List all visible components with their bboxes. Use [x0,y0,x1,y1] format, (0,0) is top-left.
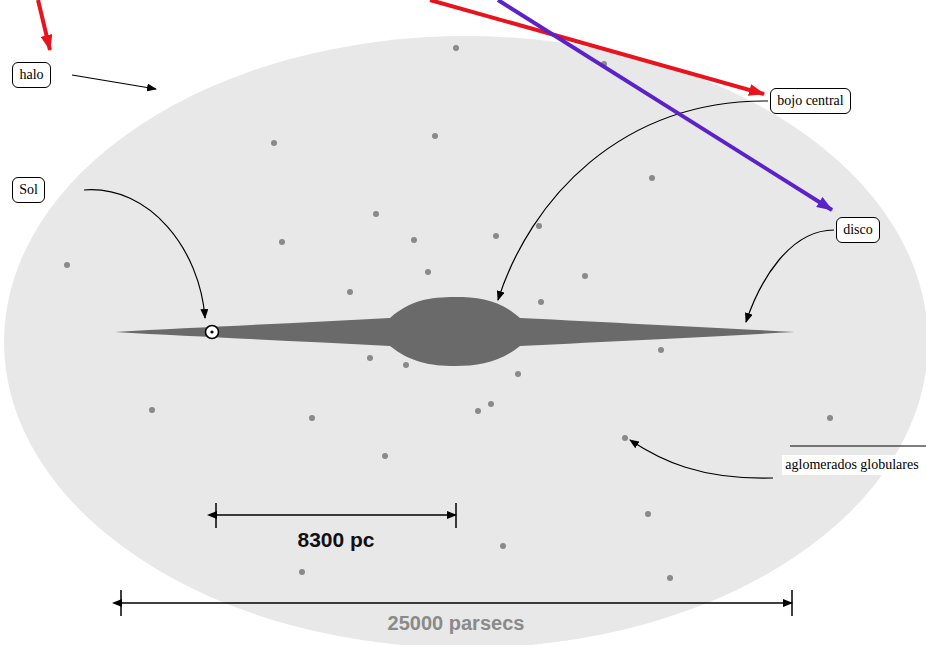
halo-ellipse [4,36,926,645]
galactic-disc [115,297,795,366]
box-text: Sol [19,183,38,197]
sun-label-box: Sol [12,177,45,203]
bulge-label-box: bojo central [770,88,851,114]
dimension-lines [121,503,792,616]
sun-symbol [206,326,219,339]
halo-label-box: halo [12,62,51,88]
annotation-arrows [38,0,832,210]
disc-label-box: disco [836,217,880,243]
box-text: halo [19,68,43,82]
globular-clusters [64,45,833,581]
dimension-label: 8300 pc [297,528,374,552]
box-text: disco [843,223,873,237]
cluster-label: aglomerados globulares [782,455,922,475]
sun-dot [210,330,213,333]
leader-lines [72,75,926,478]
box-text: bojo central [777,94,843,108]
dimension-label: 25000 parsecs [385,612,528,635]
